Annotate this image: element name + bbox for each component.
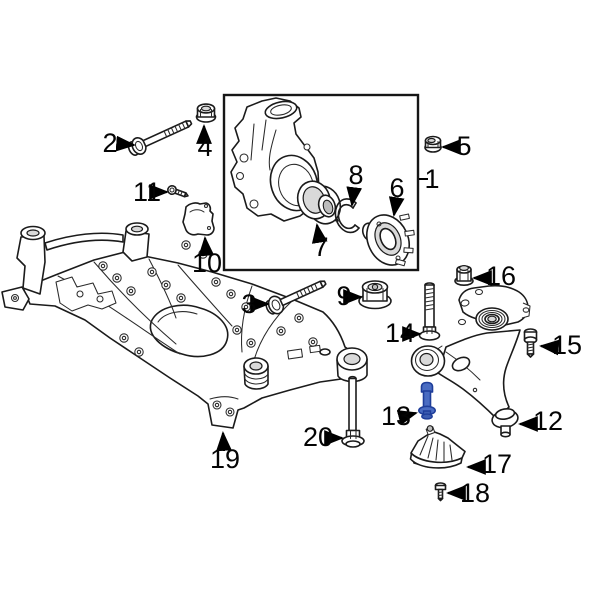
part-1-knuckle-drawing [230, 97, 320, 222]
callout-arrow-10 [198, 236, 215, 257]
callout-labels: 1 2 3 4 5 6 7 8 9 10 11 12 13 14 15 16 1… [102, 128, 582, 508]
part-20-bolt [341, 375, 365, 448]
part-14-bolt [418, 282, 441, 341]
callout-arrow-15 [539, 339, 560, 356]
callout-label-6: 6 [389, 173, 404, 203]
part-13-bolt-highlighted [417, 381, 436, 420]
subframe-bolt-holes [98, 240, 318, 357]
part-3-bolt [265, 280, 327, 315]
callout-label-14: 14 [385, 318, 415, 348]
part-6-hub [361, 213, 415, 267]
callout-label-11: 11 [133, 177, 161, 207]
part-18-bolt [434, 482, 447, 502]
callout-label-5: 5 [456, 131, 471, 161]
callout-label-10: 10 [192, 248, 222, 278]
callout-label-7: 7 [313, 232, 328, 262]
callout-label-17: 17 [482, 449, 512, 479]
callout-label-9: 9 [336, 281, 351, 311]
callout-arrow-13 [396, 410, 418, 426]
part-19-subframe [1, 222, 368, 429]
callout-label-20: 20 [303, 422, 333, 452]
callout-label-19: 19 [210, 444, 240, 474]
part-15-bolt [523, 328, 538, 358]
callout-label-4: 4 [197, 132, 212, 162]
callout-label-8: 8 [348, 160, 363, 190]
callout-label-13: 13 [381, 401, 411, 431]
callout-arrow-8 [346, 186, 363, 207]
callout-label-16: 16 [486, 261, 516, 291]
part-5-nut [424, 135, 442, 153]
part-12-control-arm [410, 284, 531, 438]
callout-arrows [115, 124, 560, 501]
part-8-snap-ring [334, 198, 360, 234]
callout-label-3: 3 [241, 289, 256, 319]
part-9-nut [358, 280, 392, 310]
callout-label-18: 18 [460, 478, 490, 508]
callout-arrow-7 [311, 223, 328, 244]
part-4-nut [195, 103, 217, 123]
part-16-nut [454, 265, 474, 286]
callout-label-15: 15 [552, 330, 582, 360]
callout-label-12: 12 [533, 406, 563, 436]
part-10-splash-shield [182, 202, 215, 236]
callout-label-2: 2 [102, 128, 117, 158]
callout-arrow-6 [388, 196, 405, 217]
callout-label-1: 1 [424, 164, 439, 194]
part-17-mount-bracket [409, 425, 466, 469]
part-7-bearing [296, 180, 342, 225]
part-11-screw [167, 185, 189, 198]
callout-arrow-19 [216, 431, 232, 452]
part-2-bolt [127, 120, 193, 156]
part-1-boundary-box [222, 93, 420, 272]
callout-arrow-2 [115, 135, 136, 152]
